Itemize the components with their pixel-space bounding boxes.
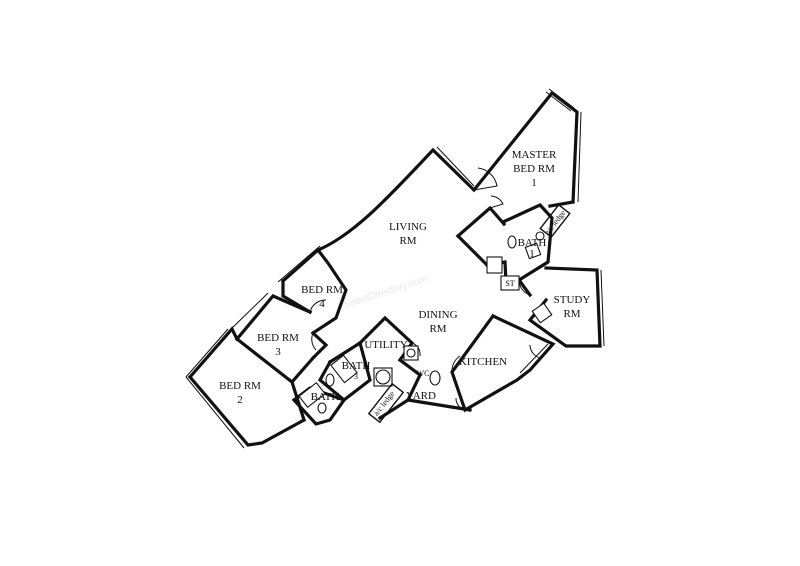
yard-label: YARD [406,390,436,402]
doors [309,167,547,411]
bedroom3-label: BED RM [257,332,299,344]
ac-ledges [367,203,571,424]
wc-label: WC [417,369,430,378]
bath2-fixtures [298,381,327,414]
master-bedroom-label-2: BED RM [513,163,555,175]
living-room-label: LIVING [389,221,427,233]
exterior-walls [187,90,602,447]
dining-room-label-2: RM [429,323,446,335]
study-room-label: STUDY [554,294,591,306]
bath2-label: BATH [311,391,340,403]
bedroom4-label: BED RM [301,284,343,296]
watermark-text: StreetDirectory.com [342,274,429,312]
kitchen-label: KITCHEN [459,356,507,368]
bath1-fixtures [486,231,545,291]
master-bedroom-number: 1 [531,177,537,189]
bath1-label: BATH [518,237,547,249]
bath3-number: 3 [354,372,358,381]
master-bedroom-label: MASTER [512,149,557,161]
bedroom2-label: BED RM [219,380,261,392]
kitchen-fixtures [531,302,553,324]
utility-fixtures [373,345,419,387]
bath3-label: BATH [342,360,371,372]
wc-fixtures [429,370,441,386]
study-room-label-2: RM [563,308,580,320]
bedroom3-number: 3 [275,346,281,358]
windows [185,88,605,449]
bedroom4-number: 4 [319,298,325,310]
bedroom2-number: 2 [237,394,243,406]
bath1-number: 1 [529,248,535,260]
store-label: ST [505,279,514,288]
dining-room-label: DINING [418,309,457,321]
utility-label: UTILITY [364,339,407,351]
bath3-fixtures [325,354,358,387]
living-room-label-2: RM [399,235,416,247]
